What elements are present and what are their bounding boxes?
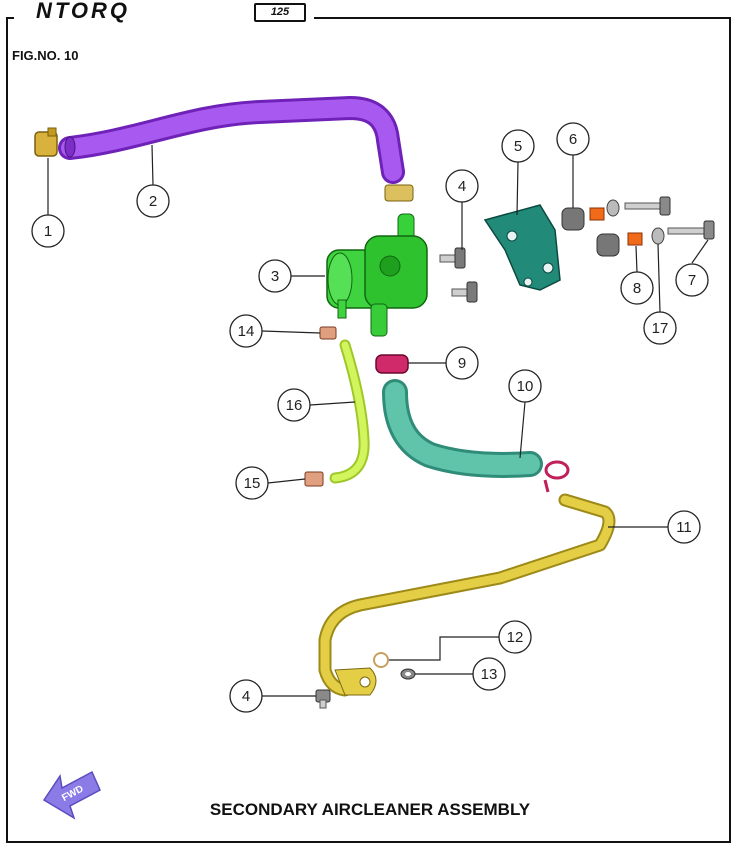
- part-clamp-upper: [384, 184, 414, 202]
- svg-text:3: 3: [271, 268, 279, 285]
- part-6-grommet: [561, 207, 620, 257]
- svg-text:6: 6: [569, 131, 577, 148]
- svg-text:12: 12: [507, 629, 524, 646]
- figure-number: FIG.NO. 10: [12, 48, 79, 63]
- part-1-clamp: [34, 127, 58, 157]
- callout-16: 16: [277, 388, 311, 422]
- part-14-clip: [319, 326, 337, 340]
- part-17-washer: [606, 199, 665, 245]
- part-7-bolt: [624, 196, 715, 240]
- svg-text:15: 15: [244, 475, 261, 492]
- callout-7: 7: [675, 263, 709, 297]
- brand-wordmark: NTORQ: [36, 0, 131, 23]
- part-3-valve: [326, 213, 428, 337]
- part-2-hose: [58, 95, 405, 184]
- part-8-spacer: [589, 207, 643, 246]
- svg-text:7: 7: [688, 272, 696, 289]
- callout-4-lower: 4: [229, 679, 263, 713]
- callout-1: 1: [31, 214, 65, 248]
- callout-11: 11: [667, 510, 701, 544]
- part-15-clip: [304, 471, 324, 487]
- callout-5: 5: [501, 129, 535, 163]
- svg-text:5: 5: [514, 138, 522, 155]
- svg-text:9: 9: [458, 355, 466, 372]
- callout-13: 13: [472, 657, 506, 691]
- fwd-arrow-icon: FWD: [42, 770, 101, 820]
- callout-8: 8: [620, 271, 654, 305]
- svg-text:10: 10: [517, 378, 534, 395]
- callout-15: 15: [235, 466, 269, 500]
- callout-2: 2: [136, 184, 170, 218]
- svg-text:11: 11: [676, 519, 692, 536]
- part-9-clamp: [375, 354, 409, 374]
- brand-badge: 125: [254, 3, 306, 22]
- svg-text:14: 14: [238, 323, 255, 340]
- svg-text:4: 4: [458, 178, 466, 195]
- svg-text:8: 8: [633, 280, 641, 297]
- callout-6: 6: [556, 122, 590, 156]
- brand-logo: NTORQ 125: [14, 0, 314, 28]
- callout-9: 9: [445, 346, 479, 380]
- svg-text:16: 16: [286, 397, 303, 414]
- part-16-hose: [329, 339, 370, 484]
- part-4-bolt-upper: [439, 247, 478, 303]
- callout-17: 17: [643, 311, 677, 345]
- diagram-frame: [6, 17, 731, 843]
- part-10-hose: [382, 379, 543, 478]
- svg-text:13: 13: [481, 666, 498, 683]
- svg-text:17: 17: [652, 320, 669, 337]
- svg-text:2: 2: [149, 193, 157, 210]
- part-5-bracket: [483, 204, 561, 291]
- part-10-clamp: [543, 460, 570, 493]
- part-12-o-ring: [373, 652, 389, 668]
- svg-text:1: 1: [44, 223, 52, 240]
- callout-14: 14: [229, 314, 263, 348]
- part-4-bolt-lower: [315, 689, 331, 709]
- callout-4-upper: 4: [445, 169, 479, 203]
- part-11-pipe: [318, 493, 616, 697]
- callout-3: 3: [258, 259, 292, 293]
- svg-text:4: 4: [242, 688, 250, 705]
- callouts: 1 2 3 4 5 6 7 8: [31, 122, 709, 713]
- part-13-washer: [400, 668, 416, 680]
- diagram-caption: SECONDARY AIRCLEANER ASSEMBLY: [209, 800, 531, 819]
- callout-10: 10: [508, 369, 542, 403]
- leader-lines: [47, 144, 709, 697]
- callout-12: 12: [498, 620, 532, 654]
